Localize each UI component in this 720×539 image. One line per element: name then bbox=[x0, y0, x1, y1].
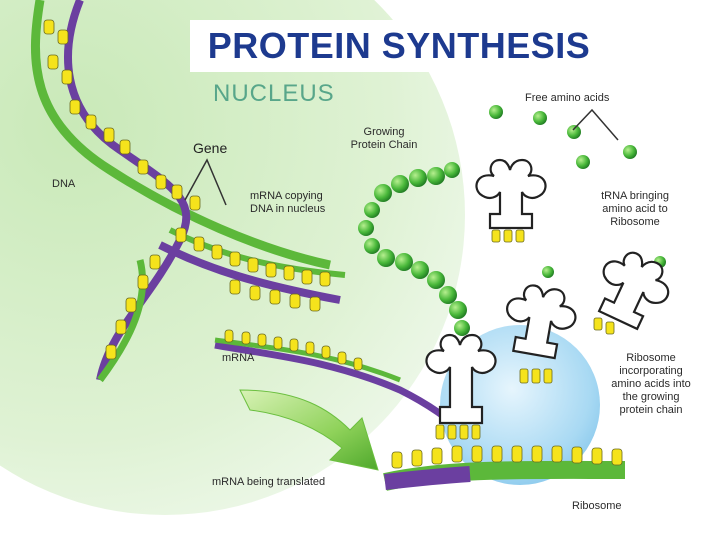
translation-arrow bbox=[239, 389, 379, 471]
growing-protein-chain bbox=[358, 162, 470, 336]
mrna-copying-label: mRNA copying DNA in nucleus bbox=[250, 190, 326, 215]
mrna-translated-label: mRNA being translated bbox=[212, 476, 326, 488]
trna-4 bbox=[425, 333, 497, 440]
gene-label: Gene bbox=[193, 140, 228, 156]
dna-bases bbox=[43, 19, 201, 360]
nucleus-label: NUCLEUS bbox=[213, 80, 335, 107]
trna-molecules bbox=[425, 158, 670, 440]
page-title: PROTEIN SYNTHESIS bbox=[207, 25, 591, 66]
mrna-label: mRNA bbox=[222, 352, 255, 364]
trna-2 bbox=[593, 251, 670, 335]
free-amino-acids bbox=[489, 105, 666, 278]
trna-label: tRNA bringing amino acid to Ribosome bbox=[601, 190, 669, 228]
dna-label: DNA bbox=[52, 178, 76, 190]
dna-strand-green-lower bbox=[97, 259, 147, 383]
ribosome-label: Ribosome bbox=[572, 500, 622, 512]
growing-chain-label: Growing Protein Chain bbox=[350, 126, 418, 151]
mrna-translated-strand bbox=[383, 445, 626, 491]
dna-helix bbox=[30, 0, 331, 383]
ribosome-incorporating-label: Ribosome incorporating amino acids into … bbox=[611, 352, 691, 416]
mrna-copying-strand bbox=[158, 227, 346, 312]
trna-3 bbox=[506, 284, 577, 384]
free-amino-label: Free amino acids bbox=[525, 92, 610, 104]
gene-pointer bbox=[184, 158, 227, 206]
title-box: PROTEIN SYNTHESIS bbox=[190, 20, 608, 72]
free-amino-pointer bbox=[572, 108, 619, 141]
trna-1 bbox=[475, 158, 547, 243]
dna-strand-green bbox=[30, 0, 331, 270]
